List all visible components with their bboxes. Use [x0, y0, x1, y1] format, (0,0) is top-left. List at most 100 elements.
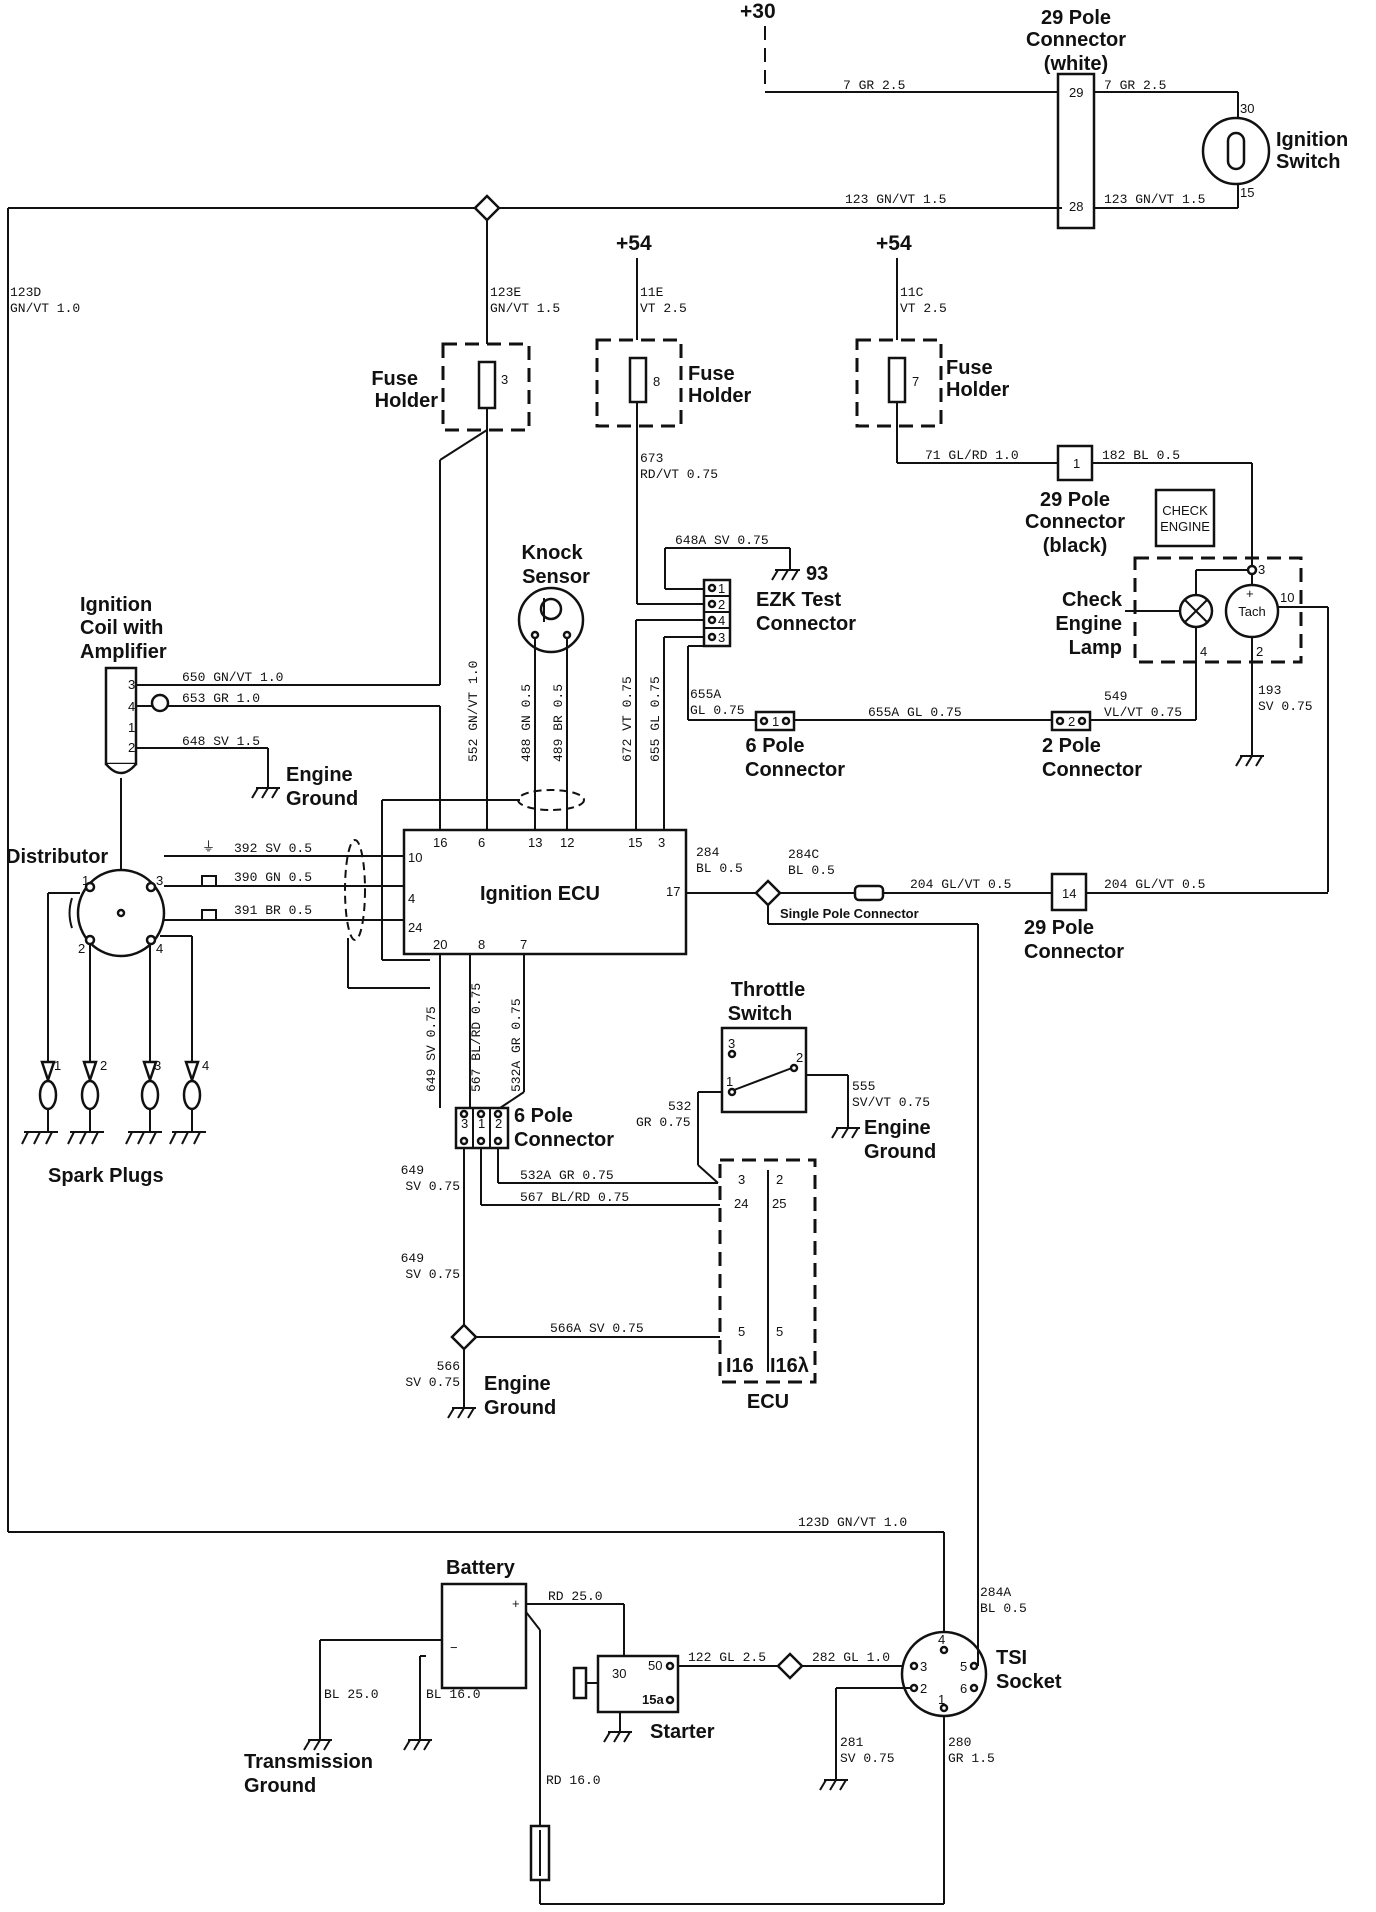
svg-text:648A SV 0.75: 648A SV 0.75: [675, 533, 769, 548]
svg-text:BL 25.0: BL 25.0: [324, 1687, 379, 1702]
single-pole-connector: Single Pole Connector: [780, 884, 919, 921]
svg-text:3: 3: [920, 1659, 927, 1674]
plus54-terminal-a: +54: [616, 232, 652, 340]
engine-ground-label: Engine Ground: [484, 1373, 556, 1419]
svg-text:TSI: TSI: [996, 1647, 1027, 1669]
svg-text:Knock: Knock: [521, 542, 583, 564]
svg-text:Tach: Tach: [1238, 604, 1265, 619]
svg-text:28: 28: [1069, 199, 1083, 214]
svg-text:Engine: Engine: [1055, 613, 1122, 635]
svg-text:RD 16.0: RD 16.0: [546, 1773, 601, 1788]
svg-text:2: 2: [78, 941, 85, 956]
svg-text:4: 4: [128, 699, 135, 714]
svg-text:280: 280: [948, 1735, 971, 1750]
svg-text:93: 93: [806, 563, 828, 585]
svg-text:2: 2: [100, 1058, 107, 1073]
svg-text:Fuse: Fuse: [946, 357, 993, 379]
ezk-test-connector: 1 2 4 3 EZK Test Connector: [702, 578, 856, 648]
svg-text:Fuse: Fuse: [371, 368, 418, 390]
svg-text:2: 2: [1256, 644, 1263, 659]
ground-symbol: [603, 1731, 632, 1743]
svg-text:3: 3: [1258, 562, 1265, 577]
svg-text:I16: I16: [726, 1355, 754, 1377]
svg-text:1: 1: [772, 714, 779, 729]
svg-text:281: 281: [840, 1735, 864, 1750]
svg-text:15a: 15a: [642, 1692, 664, 1707]
svg-text:Socket: Socket: [996, 1671, 1062, 1693]
svg-text:2 Pole: 2 Pole: [1042, 735, 1101, 757]
svg-text:123 GN/VT 1.5: 123 GN/VT 1.5: [1104, 192, 1205, 207]
svg-text:204 GL/VT 0.5: 204 GL/VT 0.5: [910, 877, 1011, 892]
svg-text:193: 193: [1258, 683, 1281, 698]
svg-text:567 BL/RD 0.75: 567 BL/RD 0.75: [469, 983, 484, 1092]
svg-text:4: 4: [408, 891, 415, 906]
svg-text:EZK Test: EZK Test: [756, 589, 842, 611]
svg-text:15: 15: [1240, 185, 1254, 200]
svg-text:3: 3: [461, 1116, 468, 1131]
svg-text:29 Pole: 29 Pole: [1041, 7, 1111, 29]
svg-text:4: 4: [156, 941, 163, 956]
svg-text:182 BL 0.5: 182 BL 0.5: [1102, 448, 1180, 463]
svg-text:Fuse: Fuse: [688, 363, 735, 385]
svg-text:30: 30: [612, 1666, 626, 1681]
svg-text:284A: 284A: [980, 1585, 1011, 1600]
svg-text:Check: Check: [1062, 589, 1123, 611]
svg-text:10: 10: [408, 850, 422, 865]
svg-text:BL 0.5: BL 0.5: [788, 863, 835, 878]
ground-symbol: [303, 1739, 432, 1751]
fuse-main: [529, 1824, 551, 1882]
svg-text:Switch: Switch: [728, 1003, 792, 1025]
svg-text:649 SV 0.75: 649 SV 0.75: [424, 1006, 439, 1092]
svg-text:123D GN/VT 1.0: 123D GN/VT 1.0: [798, 1515, 907, 1530]
svg-text:3: 3: [501, 372, 508, 387]
svg-text:648 SV 1.5: 648 SV 1.5: [182, 734, 260, 749]
svg-text:655A GL 0.75: 655A GL 0.75: [868, 705, 962, 720]
svg-text:1: 1: [478, 1116, 485, 1131]
svg-text:8: 8: [653, 374, 660, 389]
tsi-socket: 4 3 5 2 6 1 TSI Socket: [900, 1630, 1062, 1718]
svg-text:GR 0.75: GR 0.75: [636, 1115, 691, 1130]
svg-text:123D: 123D: [10, 285, 41, 300]
splice-diamond: [473, 194, 501, 222]
svg-text:20: 20: [433, 937, 447, 952]
svg-text:122 GL 2.5: 122 GL 2.5: [688, 1650, 766, 1665]
svg-text:655 GL 0.75: 655 GL 0.75: [648, 676, 663, 762]
svg-text:532: 532: [668, 1099, 691, 1114]
svg-text:25: 25: [772, 1196, 786, 1211]
ground-symbol: [21, 1131, 206, 1145]
svg-text:Connector: Connector: [756, 613, 856, 635]
tachometer: + Tach: [1224, 583, 1280, 639]
battery: Battery + −: [440, 1557, 528, 1690]
svg-text:673: 673: [640, 451, 663, 466]
svg-text:BL 0.5: BL 0.5: [980, 1601, 1027, 1616]
plus54-terminal-b: +54: [876, 232, 912, 340]
fuse-holder-8: 8 Fuse Holder: [595, 338, 752, 428]
spark-plug-3: 3: [140, 1058, 161, 1132]
svg-text:ECU: ECU: [747, 1391, 789, 1413]
splice-diamond: [754, 879, 782, 907]
fuse-holder-3: 3 Fuse Holder: [371, 342, 531, 432]
transmission-ground-label: Transmission Ground: [244, 1751, 373, 1797]
svg-text:RD 25.0: RD 25.0: [548, 1589, 603, 1604]
svg-text:3: 3: [156, 873, 163, 888]
svg-text:15: 15: [628, 835, 642, 850]
svg-text:RD/VT 0.75: RD/VT 0.75: [640, 467, 718, 482]
svg-text:Engine: Engine: [484, 1373, 551, 1395]
svg-text:7: 7: [520, 937, 527, 952]
svg-text:1: 1: [82, 873, 89, 888]
svg-text:Starter: Starter: [650, 1721, 715, 1743]
connector-29-pole-white: 29 Pole Connector (white) 29 28: [1026, 7, 1126, 230]
starter: 30 50 15a Starter: [572, 1654, 715, 1743]
throttle-switch: Throttle Switch 3 1 2: [720, 979, 808, 1114]
svg-text:BL 16.0: BL 16.0: [426, 1687, 481, 1702]
svg-text:+: +: [512, 1596, 520, 1611]
svg-text:GN/VT 1.5: GN/VT 1.5: [490, 301, 560, 316]
svg-text:552 GN/VT 1.0: 552 GN/VT 1.0: [466, 661, 481, 762]
svg-text:50: 50: [648, 1658, 662, 1673]
svg-text:−: −: [450, 1640, 458, 1655]
svg-text:+54: +54: [876, 232, 912, 255]
splice-diamond: [450, 1323, 478, 1351]
plus30-terminal: +30: [740, 0, 776, 92]
svg-text:3: 3: [658, 835, 665, 850]
svg-text:1: 1: [726, 1074, 733, 1089]
